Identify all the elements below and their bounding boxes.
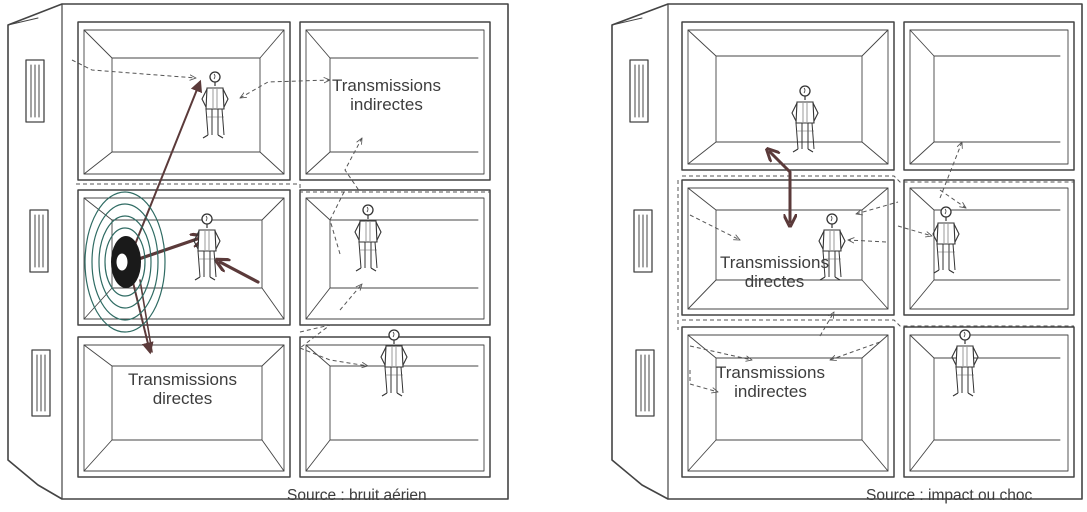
building-impact bbox=[611, 3, 1083, 500]
label-line: Transmissions bbox=[720, 253, 829, 272]
label-direct-airborne: Transmissions directes bbox=[128, 370, 237, 408]
label-line: indirectes bbox=[734, 382, 807, 401]
label-line: indirectes bbox=[350, 95, 423, 114]
label-line: Transmissions bbox=[128, 370, 237, 389]
direct-arrows-impact bbox=[770, 152, 790, 222]
label-line: directes bbox=[744, 272, 805, 291]
label-indirect-airborne: Transmissions indirectes bbox=[332, 76, 441, 114]
label-indirect-impact: Transmissions indirectes bbox=[716, 363, 825, 401]
label-direct-impact: Transmissions directes bbox=[720, 253, 829, 291]
caption-impact: Source : impact ou choc bbox=[866, 487, 1033, 504]
building-airborne bbox=[7, 3, 509, 500]
caption-airborne: Source : bruit aérien bbox=[287, 487, 427, 504]
loudspeaker-icon bbox=[84, 191, 166, 333]
label-line: Transmissions bbox=[332, 76, 441, 95]
label-line: directes bbox=[152, 389, 213, 408]
indirect-arrows-airborne bbox=[71, 59, 490, 366]
label-line: Transmissions bbox=[716, 363, 825, 382]
